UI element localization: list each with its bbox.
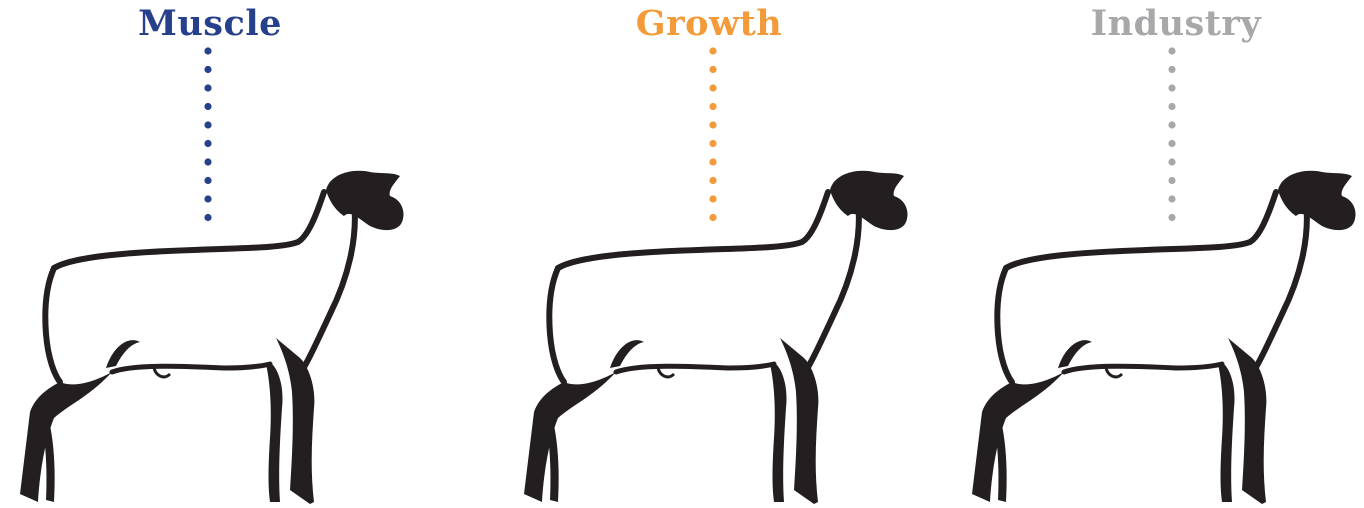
connector-dot — [204, 121, 211, 128]
connector-dot — [709, 140, 716, 147]
connector-dot — [1168, 103, 1175, 110]
connector-dot — [709, 66, 716, 73]
connector-dot — [1168, 158, 1175, 165]
trait-panel-industry: Industry — [952, 0, 1364, 508]
connector-dot — [204, 158, 211, 165]
connector-dot — [709, 47, 716, 54]
connector-dot — [709, 121, 716, 128]
trait-panel-muscle: Muscle — [0, 0, 420, 508]
connector-dot — [1168, 84, 1175, 91]
connector-dot — [204, 66, 211, 73]
trait-label-industry: Industry — [1091, 2, 1261, 46]
connector-dot — [204, 47, 211, 54]
connector-dot — [1168, 140, 1175, 147]
connector-dot — [204, 84, 211, 91]
connector-dot — [709, 158, 716, 165]
connector-dot — [1168, 66, 1175, 73]
connector-dot — [1168, 47, 1175, 54]
trait-label-growth: Growth — [636, 2, 782, 46]
lamb-silhouette-icon — [966, 168, 1364, 506]
connector-dot — [204, 140, 211, 147]
lamb-silhouette-icon — [14, 168, 414, 506]
connector-dot — [709, 103, 716, 110]
trait-label-muscle: Muscle — [138, 2, 282, 46]
trait-panel-growth: Growth — [504, 0, 924, 508]
connector-dot — [709, 84, 716, 91]
lamb-silhouette-icon — [518, 168, 918, 506]
connector-dot — [1168, 121, 1175, 128]
connector-dot — [204, 103, 211, 110]
